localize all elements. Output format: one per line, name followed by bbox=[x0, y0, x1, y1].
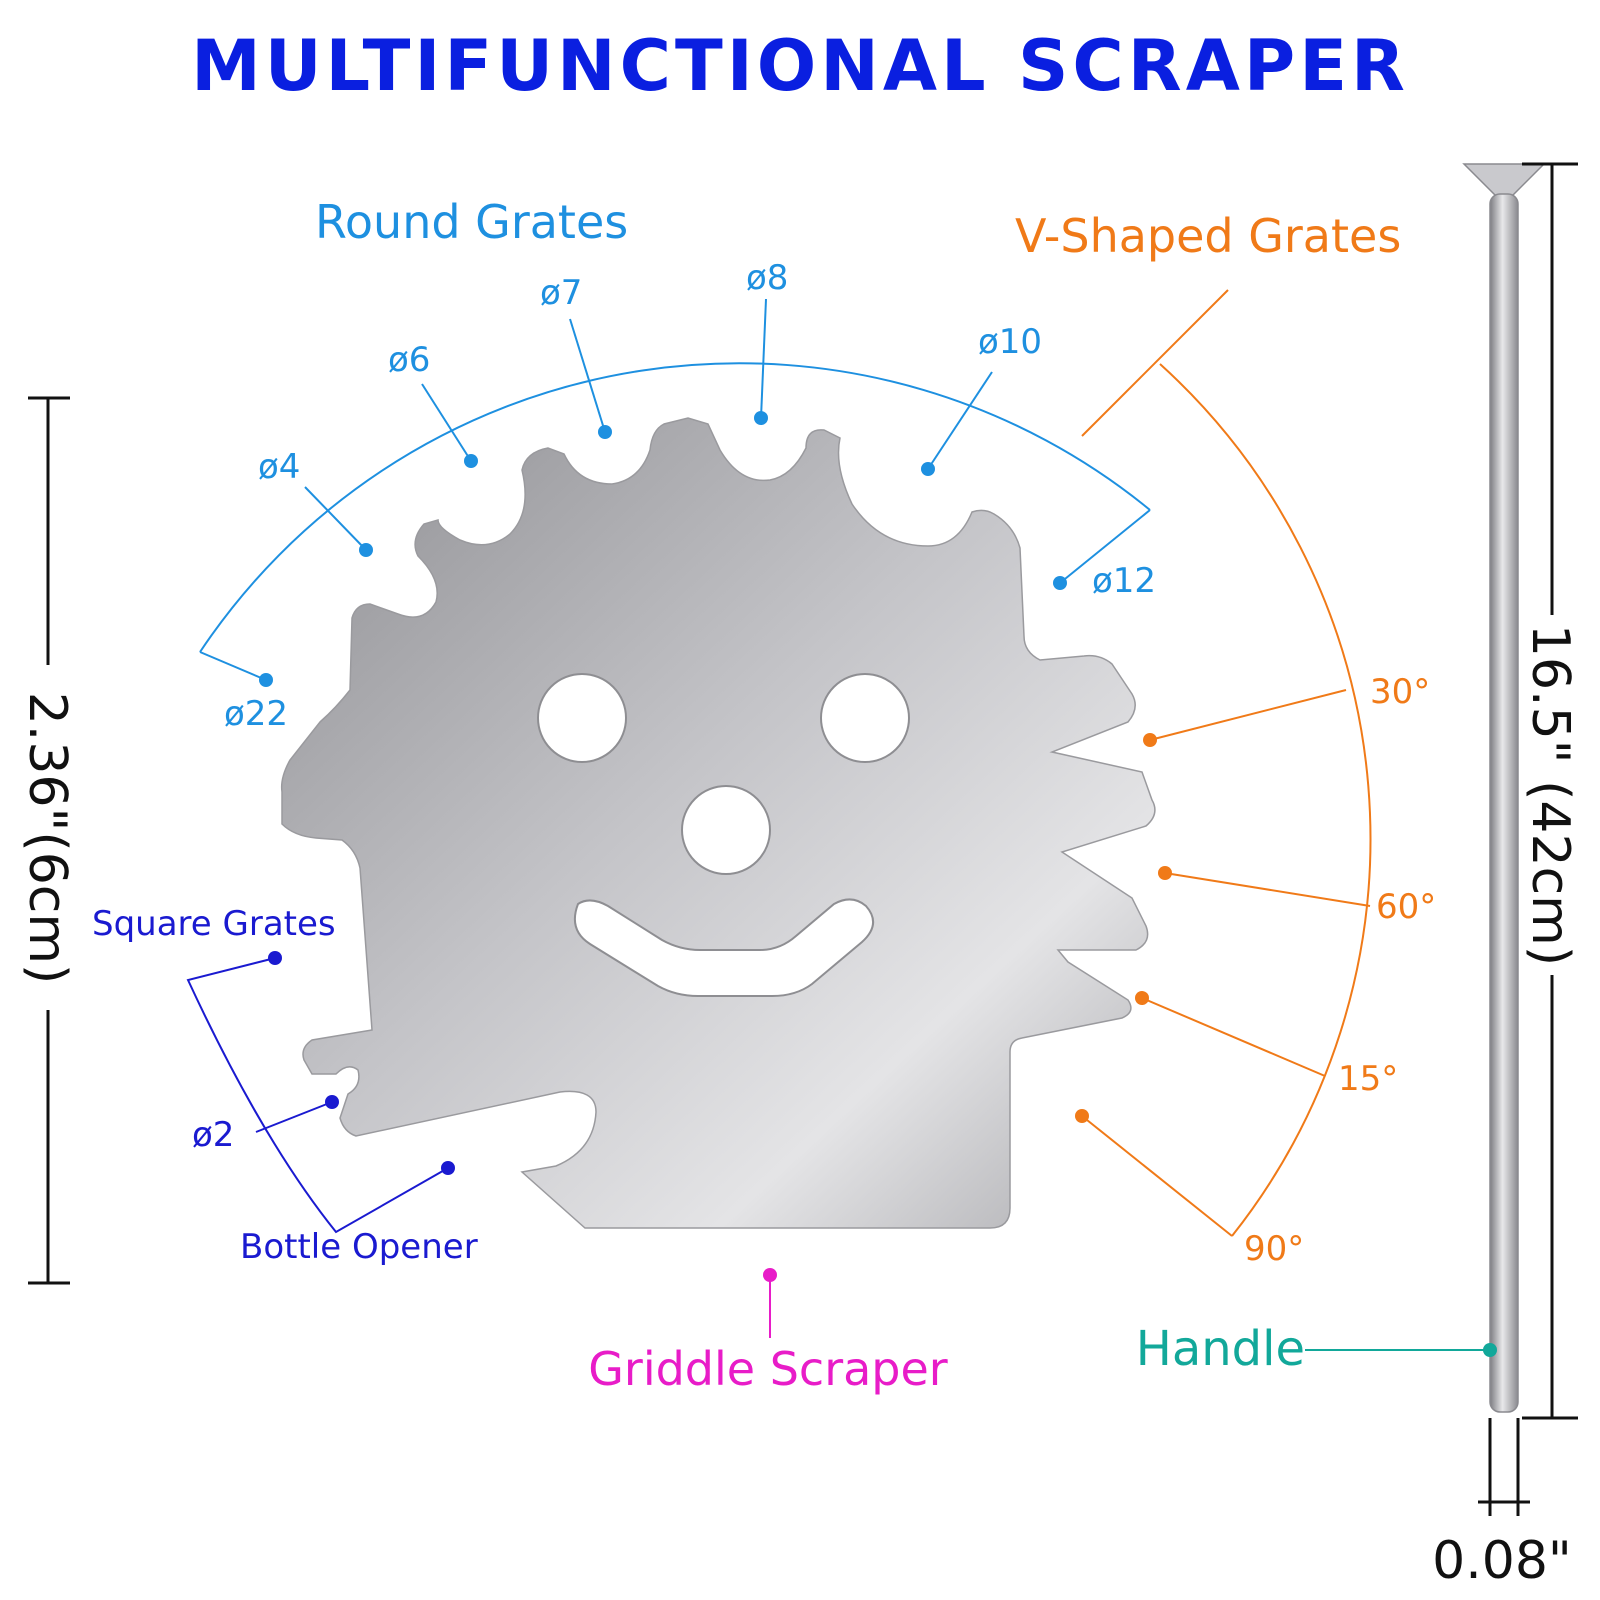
left-eye-hole bbox=[537, 673, 627, 763]
round-size-6: ø6 bbox=[388, 340, 430, 380]
round-size-7: ø7 bbox=[540, 273, 582, 313]
round-leader bbox=[760, 298, 767, 419]
square-grates-bracket bbox=[186, 957, 449, 1234]
bottle-opener-dot bbox=[441, 1161, 455, 1175]
thickness-dimension bbox=[1478, 1418, 1530, 1516]
smile-slot bbox=[574, 898, 874, 997]
griddle-dot bbox=[763, 1268, 777, 1282]
nose-hole bbox=[681, 785, 771, 875]
handle-wingnut bbox=[1462, 163, 1546, 197]
round-leader bbox=[421, 383, 472, 462]
v-leader bbox=[1141, 997, 1326, 1077]
v-leader bbox=[1149, 689, 1347, 741]
round-grate-dot bbox=[464, 454, 478, 468]
v-grates-label: V-Shaped Grates bbox=[1015, 209, 1401, 263]
round-size-10: ø10 bbox=[978, 322, 1042, 362]
v-grates-labels: V-Shaped Grates 30° 60° 15° 90° bbox=[1015, 209, 1436, 1269]
v-grate-dot bbox=[1135, 991, 1149, 1005]
width-dimension bbox=[28, 396, 70, 1285]
square-size-2: ø2 bbox=[192, 1115, 234, 1155]
round-grates-dots bbox=[259, 411, 1067, 687]
round-grate-dot bbox=[259, 673, 273, 687]
round-grates-arc bbox=[199, 362, 1151, 653]
width-dimension-label: 2.36"(6cm) bbox=[17, 692, 77, 985]
round-leader bbox=[569, 318, 606, 433]
round-grate-dot bbox=[359, 543, 373, 557]
v-grates-group bbox=[1081, 289, 1372, 1237]
thickness-dimension-label: 0.08" bbox=[1432, 1531, 1572, 1591]
round-grate-dot bbox=[921, 462, 935, 476]
v-grate-dot bbox=[1158, 866, 1172, 880]
v-grates-dots bbox=[1075, 733, 1172, 1123]
round-grates-labels: Round Grates ø22 ø4 ø6 ø7 ø8 ø10 ø12 bbox=[224, 195, 1156, 734]
v-angle-30: 30° bbox=[1370, 672, 1430, 712]
round-grates-group bbox=[199, 298, 1151, 681]
v-angle-60: 60° bbox=[1376, 887, 1436, 927]
v-grate-dot bbox=[1143, 733, 1157, 747]
v-leader bbox=[1081, 1115, 1233, 1237]
round-leader bbox=[304, 486, 367, 551]
round-size-12: ø12 bbox=[1092, 561, 1156, 601]
round-leader bbox=[1059, 509, 1151, 584]
length-dimension bbox=[1522, 162, 1578, 1420]
square-grates-labels: Square Grates ø2 Bottle Opener bbox=[92, 904, 478, 1267]
square-grates-label: Square Grates bbox=[92, 904, 336, 944]
round-leader bbox=[927, 371, 993, 470]
handle-label: Handle bbox=[1136, 1321, 1305, 1377]
right-eye-hole bbox=[820, 673, 910, 763]
handle-dot bbox=[1483, 1343, 1497, 1357]
griddle-scraper-group: Griddle Scraper bbox=[588, 1268, 948, 1396]
scraper-plate bbox=[280, 417, 1156, 1229]
griddle-scraper-label: Griddle Scraper bbox=[588, 1342, 948, 1396]
round-size-8: ø8 bbox=[746, 258, 788, 298]
square-leader bbox=[255, 1101, 333, 1133]
round-grate-dot bbox=[1053, 576, 1067, 590]
page-title: MULTIFUNCTIONAL SCRAPER bbox=[191, 25, 1409, 107]
round-size-4: ø4 bbox=[258, 447, 300, 487]
square-grates-group bbox=[186, 957, 449, 1234]
v-leader bbox=[1164, 872, 1371, 907]
round-grates-label: Round Grates bbox=[315, 195, 628, 249]
square-grate-dot bbox=[325, 1095, 339, 1109]
square-grates-dots bbox=[268, 951, 455, 1175]
square-grate-dot bbox=[268, 951, 282, 965]
bottle-opener-label: Bottle Opener bbox=[240, 1227, 478, 1267]
length-dimension-label: 16.5" (42cm) bbox=[1520, 624, 1580, 966]
round-grate-dot bbox=[598, 425, 612, 439]
handle-bar bbox=[1489, 193, 1519, 1413]
v-grates-arc bbox=[1159, 363, 1372, 1237]
v-angle-90: 90° bbox=[1244, 1229, 1304, 1269]
v-angle-15: 15° bbox=[1338, 1059, 1398, 1099]
round-size-22: ø22 bbox=[224, 694, 288, 734]
round-leader bbox=[199, 651, 267, 681]
v-grate-dot bbox=[1075, 1109, 1089, 1123]
handle-rod: Handle bbox=[1136, 163, 1546, 1413]
round-grate-dot bbox=[754, 411, 768, 425]
v-grates-title-leader bbox=[1081, 289, 1229, 437]
